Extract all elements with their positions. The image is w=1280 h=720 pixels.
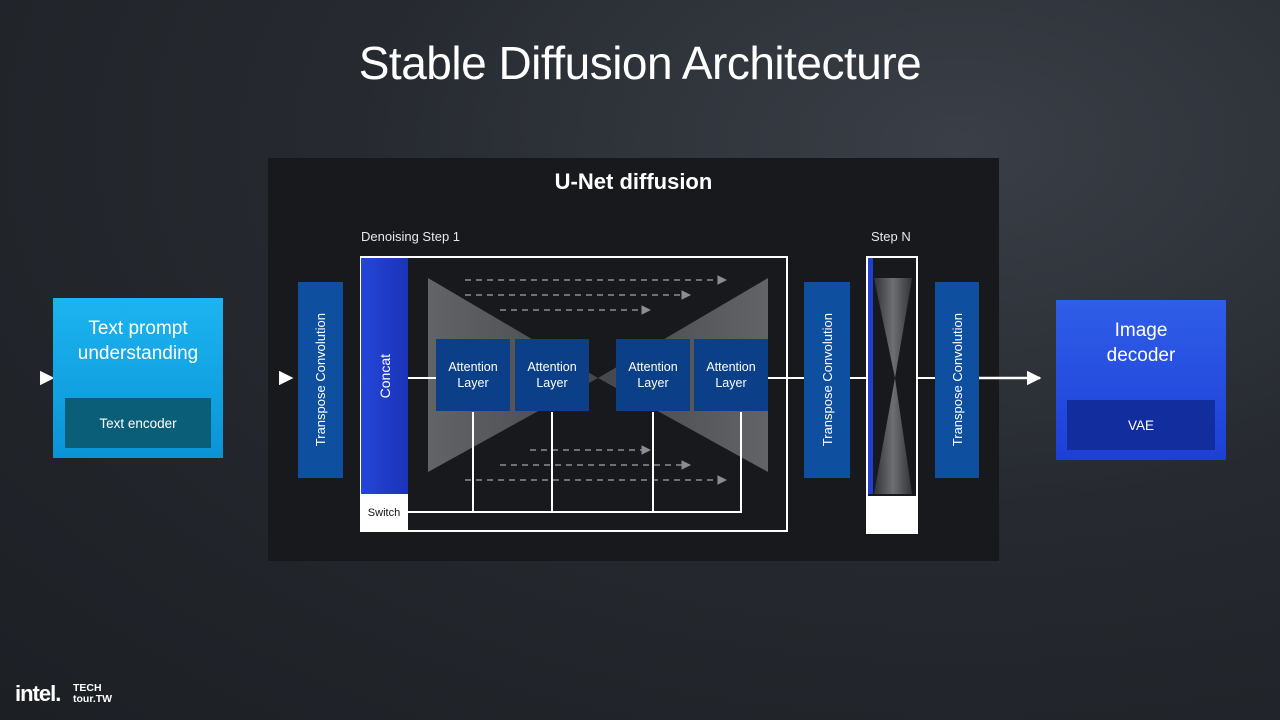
- stepn-hourglass: [874, 278, 912, 494]
- text-prompt-line1: Text prompt: [88, 318, 188, 339]
- stepn-label: Step N: [871, 229, 911, 244]
- attention-layer-3-line2: Layer: [637, 376, 669, 390]
- image-decoder-title: Image decoder: [1056, 318, 1226, 368]
- attention-layer-1-line2: Layer: [457, 376, 489, 390]
- transpose-conv-1-label: Transpose Convolution: [313, 313, 328, 447]
- concat-block: Concat: [361, 258, 408, 494]
- techtour-logo-line2: tour.TW: [73, 693, 113, 705]
- attention-layer-4-line1: Attention: [706, 360, 756, 374]
- attention-layer-3-line1: Attention: [628, 360, 678, 374]
- unet-encoder-shape: [428, 278, 598, 472]
- switch-box: Switch: [360, 494, 408, 532]
- attention-layer-4-line2: Layer: [715, 376, 747, 390]
- transpose-conv-2: Transpose Convolution: [804, 282, 850, 478]
- slide-title: Stable Diffusion Architecture: [358, 37, 922, 89]
- transpose-conv-3: Transpose Convolution: [935, 282, 979, 478]
- intel-logo: intel.: [15, 681, 61, 706]
- stepn-concat-strip: [868, 258, 873, 494]
- techtour-logo-line1: TECH: [73, 682, 102, 694]
- step1-label: Denoising Step 1: [361, 229, 461, 244]
- transpose-conv-1: Transpose Convolution: [298, 282, 343, 478]
- concat-label: Concat: [376, 353, 393, 399]
- stepn-switch-box: [866, 496, 918, 534]
- transpose-conv-2-label: Transpose Convolution: [819, 313, 835, 447]
- attention-layer-2-line1: Attention: [527, 360, 577, 374]
- transpose-conv-3-label: Transpose Convolution: [949, 313, 965, 447]
- step-n-frame: [866, 256, 918, 534]
- text-prompt-line2: understanding: [77, 343, 199, 364]
- image-decoder-line2: decoder: [1106, 345, 1176, 366]
- text-encoder-box: Text encoder: [65, 398, 211, 448]
- image-decoder-line1: Image: [1114, 320, 1168, 341]
- text-prompt-title: Text prompt understanding: [53, 316, 223, 366]
- unet-title: U-Net diffusion: [554, 169, 713, 194]
- techtour-logo: TECH tour.TW: [73, 683, 112, 705]
- attention-layer-2-line2: Layer: [536, 376, 568, 390]
- attention-layer-1-line1: Attention: [448, 360, 498, 374]
- switch-wire-4: [653, 412, 742, 513]
- vae-box: VAE: [1067, 400, 1215, 450]
